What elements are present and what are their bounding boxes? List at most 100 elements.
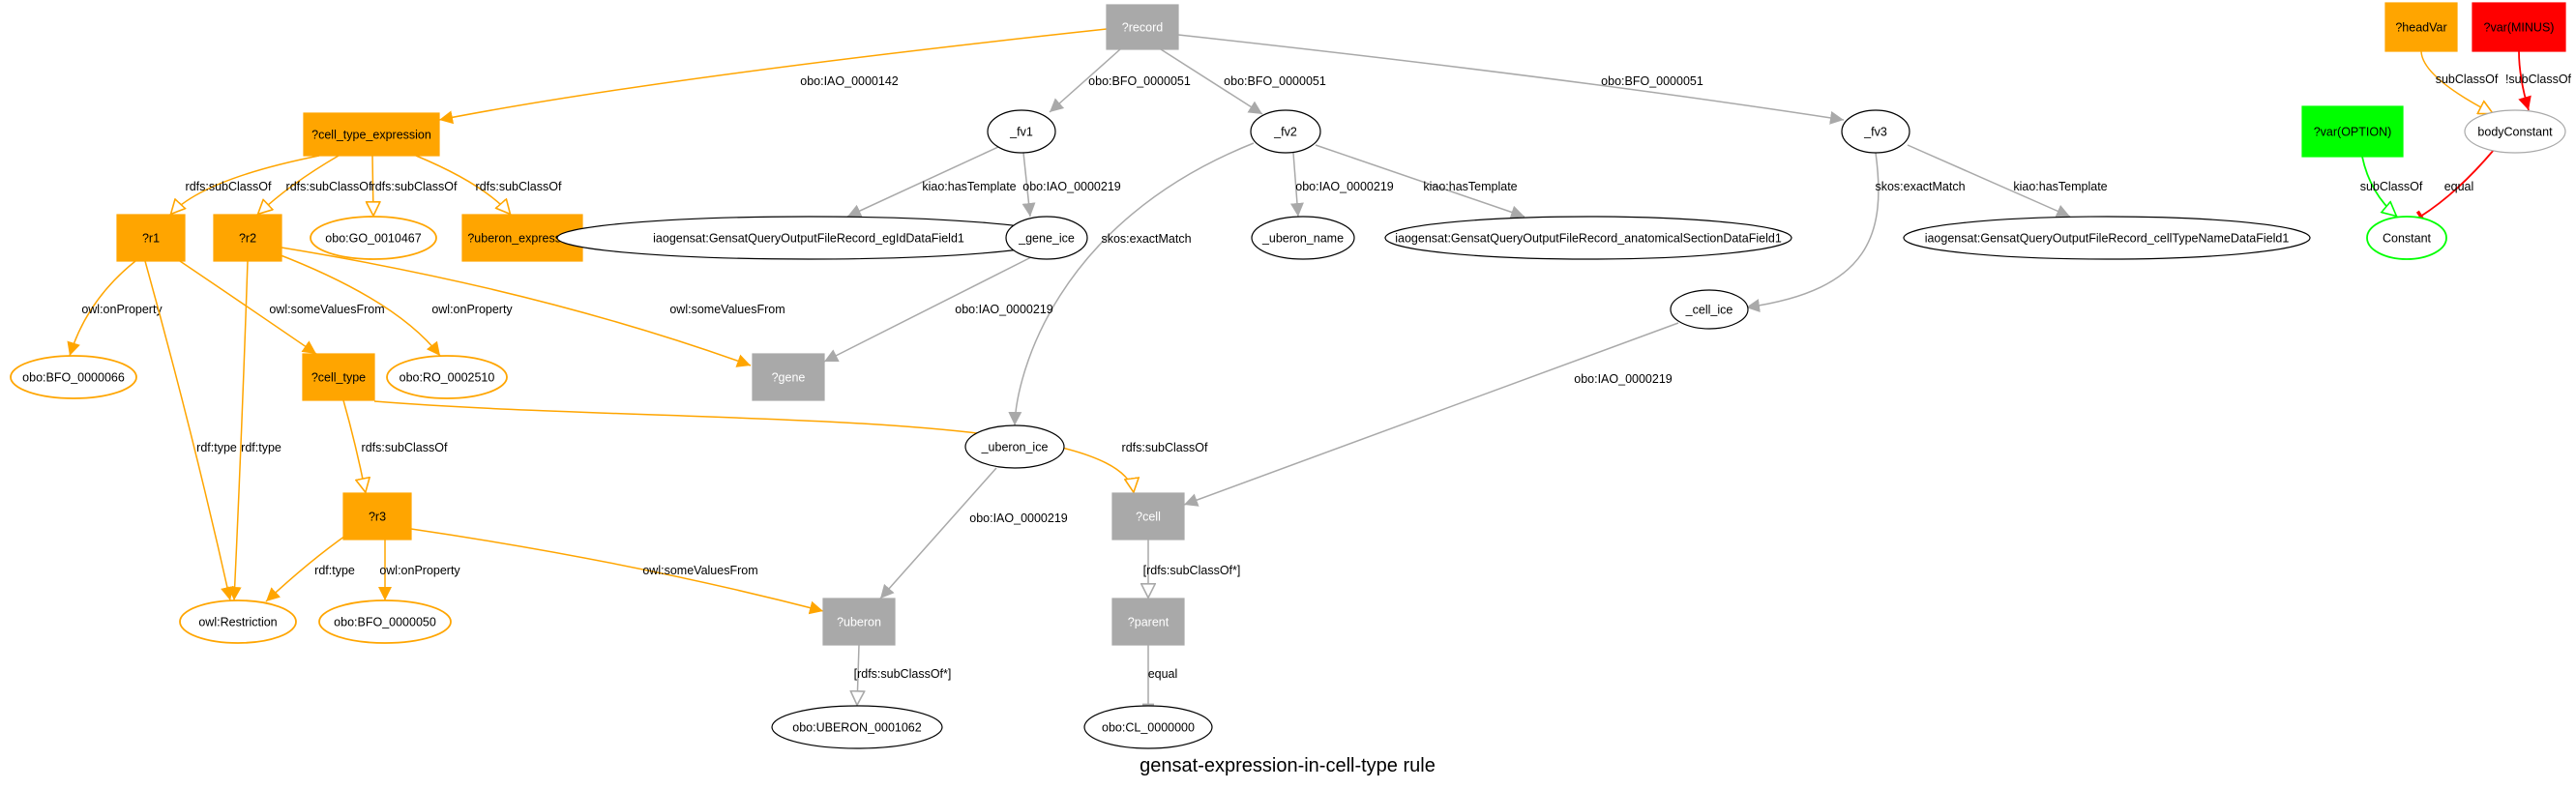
graph-title: gensat-expression-in-cell-type rule (1140, 755, 1436, 776)
edge-label: !subClassOf (2505, 73, 2572, 86)
edge-label: owl:someValuesFrom (642, 564, 757, 577)
edge-fv2-to-uberon_ice: skos:exactMatch (1008, 142, 1255, 426)
edge-line (281, 247, 752, 367)
edge-fv2-to-anat: kiao:hasTemplate (1315, 144, 1525, 219)
edge-fv1-to-egid: kiao:hasTemplate (846, 146, 1017, 218)
node-ctn[interactable]: iaogensat:GensatQueryOutputFileRecord_ce… (1903, 216, 2311, 260)
node-label: iaogensat:GensatQueryOutputFileRecord_an… (1395, 232, 1782, 246)
edge-label: subClassOf (2436, 73, 2499, 86)
edge-line (1907, 144, 2071, 218)
node-label: ?gene (772, 371, 806, 385)
node-label: ?uberon_expression (467, 232, 577, 246)
edge-label: owl:onProperty (379, 564, 460, 577)
node-fv3[interactable]: _fv3 (1841, 109, 1910, 154)
node-r3[interactable]: ?r3 (342, 492, 412, 541)
node-shape (386, 355, 508, 399)
node-parent[interactable]: ?parent (1111, 598, 1185, 646)
node-label: _uberon_name (1261, 232, 1344, 246)
node-cell_ice[interactable]: _cell_ice (1670, 289, 1749, 330)
node-ro[interactable]: obo:RO_0002510 (386, 355, 508, 399)
node-r1[interactable]: ?r1 (116, 214, 186, 262)
node-label: ?r3 (369, 511, 386, 524)
node-uberon_name[interactable]: _uberon_name (1251, 216, 1355, 260)
edge-line (1022, 152, 1036, 218)
node-bfo66[interactable]: obo:BFO_0000066 (10, 355, 137, 399)
edge-headvar-to-bodyconstant: subClassOf (2420, 50, 2499, 115)
edge-fv3-to-cell_ice: skos:exactMatch (1745, 152, 1966, 313)
edge-line (227, 260, 249, 601)
node-uberon_ice[interactable]: _uberon_ice (964, 424, 1065, 469)
node-anat[interactable]: iaogensat:GensatQueryOutputFileRecord_an… (1384, 216, 1792, 260)
edge-label: obo:IAO_0000219 (1295, 180, 1394, 193)
edge-label: obo:BFO_0000051 (1088, 74, 1191, 88)
node-fv1[interactable]: _fv1 (987, 109, 1056, 154)
edge-line (2518, 50, 2532, 111)
node-bfo50[interactable]: obo:BFO_0000050 (318, 599, 452, 644)
edge-cell_type-to-cell: rdfs:subClassOf (373, 400, 1208, 493)
node-label: ?uberon (837, 616, 881, 629)
node-go[interactable]: obo:GO_0010467 (310, 216, 437, 260)
node-cell_type[interactable]: ?cell_type (302, 353, 375, 401)
edge-label: rdf:type (196, 441, 237, 454)
node-r2[interactable]: ?r2 (213, 214, 282, 262)
edge-line (170, 155, 320, 215)
edge-line (846, 146, 999, 218)
edge-label: rdfs:subClassOf (186, 180, 272, 193)
edge-line (415, 155, 511, 215)
edge-line (823, 256, 1032, 363)
node-shape (302, 353, 375, 401)
node-label: ?var(MINUS) (2484, 21, 2555, 35)
edge-label: subClassOf (2360, 180, 2423, 193)
edge-line (144, 260, 234, 601)
node-label: bodyConstant (2477, 126, 2553, 139)
edge-line (438, 28, 1108, 125)
nodes-layer: ?record ?cell_type_expression _fv1 _fv2 _fv3… (10, 2, 2566, 749)
node-gene[interactable]: ?gene (752, 353, 825, 401)
node-constant[interactable]: Constant (2366, 216, 2447, 260)
edge-label: kiao:hasTemplate (922, 180, 1016, 193)
node-shape (310, 216, 437, 260)
node-cell[interactable]: ?cell (1111, 492, 1185, 541)
node-cte[interactable]: ?cell_type_expression (303, 112, 440, 157)
node-label: _uberon_ice (981, 441, 1049, 454)
node-restriction[interactable]: owl:Restriction (179, 599, 297, 644)
node-shape (1384, 216, 1792, 260)
node-uberon[interactable]: ?uberon (822, 598, 896, 646)
node-label: ?record (1122, 21, 1163, 35)
edge-label: rdf:type (241, 441, 281, 454)
node-fv2[interactable]: _fv2 (1250, 109, 1321, 154)
node-label: ?r1 (142, 232, 160, 246)
node-label: _fv2 (1273, 126, 1297, 139)
edge-fv2-to-uberon_name: obo:IAO_0000219 (1289, 152, 1394, 218)
node-record[interactable]: ?record (1106, 4, 1179, 50)
node-gene_ice[interactable]: _gene_ice (1005, 216, 1088, 260)
node-egid[interactable]: iaogensat:GensatQueryOutputFileRecord_eg… (556, 216, 1061, 260)
node-shape (964, 424, 1065, 469)
edge-label: equal (2444, 180, 2474, 193)
edge-line (2415, 149, 2495, 222)
node-headvar[interactable]: ?headVar (2384, 2, 2458, 52)
edge-cell_type-to-r3: rdfs:subClassOf (342, 399, 448, 493)
edge-line (1177, 34, 1845, 125)
node-varoption[interactable]: ?var(OPTION) (2301, 105, 2404, 158)
node-shape (2301, 105, 2404, 158)
edge-label: obo:BFO_0000051 (1224, 74, 1326, 88)
edge-line (179, 260, 317, 355)
node-ue[interactable]: ?uberon_expression (461, 214, 583, 262)
node-shape (822, 598, 896, 646)
edge-cte-to-r1: rdfs:subClassOf (170, 155, 320, 215)
node-bodyconstant[interactable]: bodyConstant (2464, 109, 2566, 154)
node-uberon1062[interactable]: obo:UBERON_0001062 (771, 705, 943, 749)
node-cl0[interactable]: obo:CL_0000000 (1083, 705, 1213, 749)
node-label: _gene_ice (1018, 232, 1075, 246)
node-varminus[interactable]: ?var(MINUS) (2472, 2, 2566, 52)
edge-label: skos:exactMatch (1875, 180, 1965, 193)
node-shape (10, 355, 137, 399)
node-shape (2472, 2, 2566, 52)
node-label: obo:CL_0000000 (1102, 721, 1195, 735)
edge-r3-to-bfo50: owl:onProperty (378, 540, 460, 600)
node-shape (303, 112, 440, 157)
node-label: obo:BFO_0000050 (334, 616, 436, 629)
edge-line (410, 528, 824, 615)
node-shape (1111, 492, 1185, 541)
